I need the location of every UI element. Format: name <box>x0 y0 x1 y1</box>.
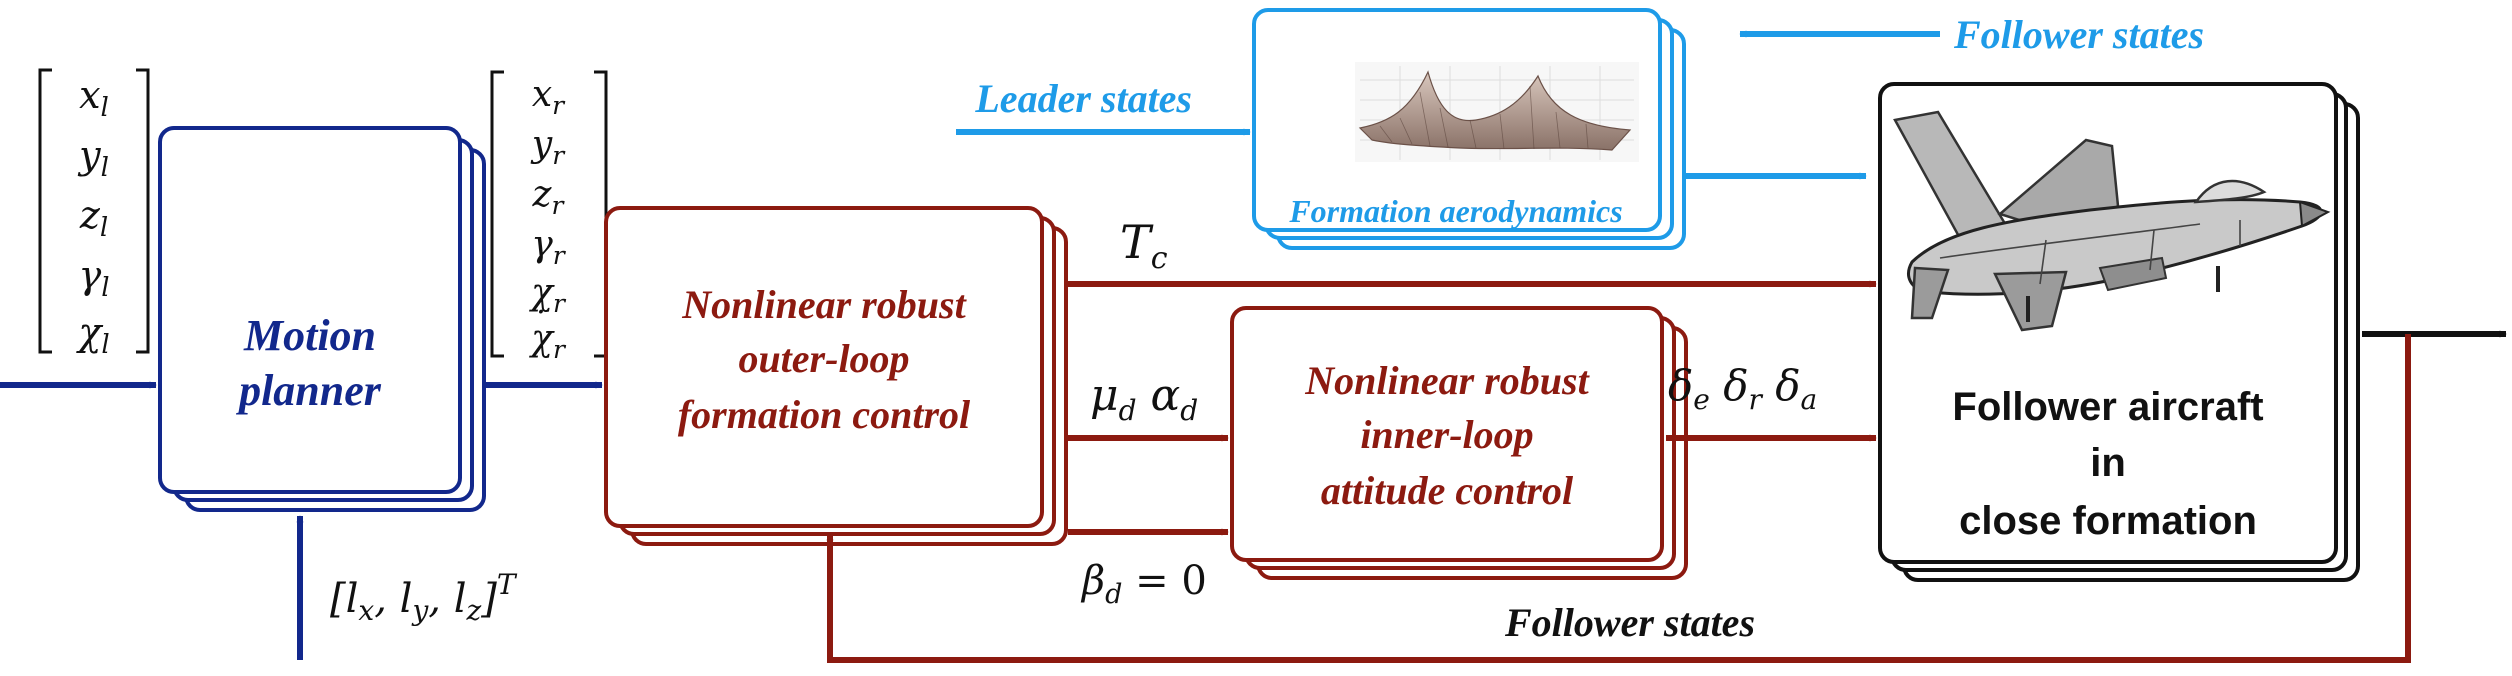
outer-loop-title-line3: formation control <box>678 392 971 437</box>
outer-loop-title-line2: outer-loop <box>738 336 909 381</box>
jet-aircraft-icon <box>1893 110 2331 332</box>
inner-loop-control-block: Nonlinear robust inner-loop attitude con… <box>1230 306 1688 580</box>
aircraft-title-line3: close formation <box>1959 499 2257 543</box>
follower-states-top-label: Follower states <box>1953 12 2204 57</box>
vector-entry: χr <box>528 272 567 318</box>
motion-planner-title-line1: Motion <box>243 311 376 360</box>
motion-planner-block: Motion planner <box>158 126 486 512</box>
vector-entry: zl <box>79 193 108 243</box>
leader-reference-vector: xl yl zl γl χl <box>38 68 150 360</box>
time-derivative-dot: · <box>536 295 546 330</box>
follower-aircraft-block: Follower aircraft in close formation <box>1878 82 2360 582</box>
reference-trajectory-vector: xr yr zr γr χr χr · <box>490 70 608 364</box>
vector-entry: xl <box>79 73 109 123</box>
outer-loop-title-line1: Nonlinear robust <box>681 282 967 327</box>
attitude-command-label: μd αd <box>1090 370 1198 427</box>
vector-entry: yr <box>530 124 566 170</box>
formation-aerodynamics-label: Formation aerodynamics <box>1288 193 1622 229</box>
vector-entry: xr <box>532 74 566 120</box>
control-surface-label: δe δr δa <box>1668 361 1817 416</box>
sideslip-command-label: βd = 0 <box>1080 558 1207 610</box>
formation-aerodynamics-block: Formation aerodynamics <box>1252 8 1686 250</box>
vector-entry: yl <box>77 133 109 183</box>
offset-vector-label: [lx, ly, lz]T <box>330 568 518 627</box>
motion-planner-title-line2: planner <box>235 366 382 415</box>
vector-entry: χr <box>528 318 567 364</box>
leader-states-label: Leader states <box>974 76 1192 121</box>
vector-entry: χl <box>75 310 109 360</box>
vector-entry: zr <box>532 174 566 220</box>
vector-entry: γl <box>78 253 109 303</box>
vector-entry: γr <box>531 224 567 270</box>
inner-loop-title-line3: attitude control <box>1321 468 1574 513</box>
feedback-loop-arrow <box>826 334 2411 663</box>
inner-loop-title-line1: Nonlinear robust <box>1304 358 1590 403</box>
aircraft-title-line1: Follower aircraft <box>1952 385 2263 429</box>
aircraft-title-line2: in <box>2090 441 2126 485</box>
thrust-command-label: Tc <box>1120 215 1168 276</box>
inner-loop-title-line2: inner-loop <box>1360 412 1533 457</box>
feedback-states-label: Follower states <box>1504 600 1755 645</box>
outer-loop-control-block: Nonlinear robust outer-loop formation co… <box>604 206 1068 546</box>
aero-surface-plot-icon <box>1355 62 1639 162</box>
